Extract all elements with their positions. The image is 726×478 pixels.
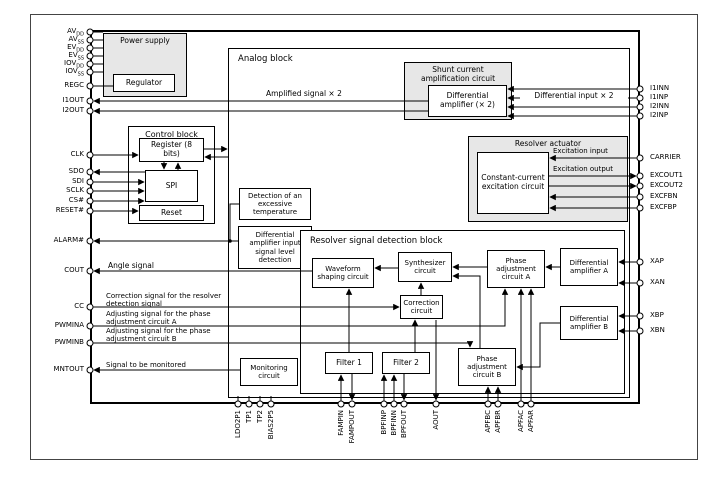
pin-label-sclk: SCLK bbox=[66, 186, 84, 194]
pin-label-excout2: EXCOUT2 bbox=[650, 181, 683, 189]
shunt-label: Shunt current amplification circuit bbox=[420, 65, 496, 83]
block-phase-adjustment-a: Phase adjustment circuit A bbox=[487, 250, 545, 288]
pin-label-alarm: ALARM# bbox=[53, 236, 84, 244]
pin-label-apfbc: APFBC bbox=[484, 410, 492, 433]
pin-label-iovdd: IOVDD bbox=[64, 59, 84, 70]
label-correction-signal: Correction signal for the resolver detec… bbox=[106, 292, 222, 309]
level-detection-label: Differential amplifier input signal leve… bbox=[249, 231, 301, 264]
block-register: Register (8 bits) bbox=[139, 138, 204, 162]
pin-label-aout: AOUT bbox=[432, 410, 440, 430]
pin-label-carrier: CARRIER bbox=[650, 153, 681, 161]
block-correction: Correction circuit bbox=[400, 295, 443, 319]
label-differential-input: Differential input × 2 bbox=[520, 91, 628, 100]
pin-label-bpfout: BPFOUT bbox=[400, 410, 408, 438]
block-constant-current-excitation: Constant-current excitation circuit bbox=[477, 152, 549, 214]
temperature-detection-label: Detection of an excessive temperature bbox=[248, 191, 302, 217]
filter2-label: Filter 2 bbox=[393, 357, 419, 367]
label-amplified-signal: Amplified signal × 2 bbox=[266, 89, 342, 98]
pin-label-fampin: FAMPIN bbox=[337, 410, 345, 436]
pin-label-bpfinp: BPFINP bbox=[380, 410, 388, 435]
resolver-actuator-label: Resolver actuator bbox=[514, 139, 582, 148]
diff-amp-x2-label: Differential amplifier (× 2) bbox=[440, 91, 495, 109]
pin-label-xap: XAP bbox=[650, 257, 664, 265]
pin-label-apfac: APFAC bbox=[517, 410, 525, 432]
block-level-detection: Differential amplifier input signal leve… bbox=[238, 226, 312, 269]
pin-label-evdd: EVDD bbox=[67, 43, 84, 54]
pin-label-mntout: MNTOUT bbox=[53, 365, 84, 373]
pin-label-i2out: I2OUT bbox=[62, 106, 84, 114]
pin-label-excfbn: EXCFBN bbox=[650, 192, 678, 200]
pin-label-i1inn: I1INN bbox=[650, 84, 670, 92]
pin-label-regc: REGC bbox=[64, 81, 84, 89]
pin-label-reset: RESET# bbox=[55, 206, 84, 214]
pin-label-cs: CS# bbox=[68, 196, 84, 204]
label-angle-signal: Angle signal bbox=[108, 261, 154, 270]
analog-block-label: Analog block bbox=[238, 54, 293, 64]
monitoring-label: Monitoring circuit bbox=[250, 363, 288, 380]
pin-label-i1inp: I1INP bbox=[650, 93, 669, 101]
pin-label-i2inn: I2INN bbox=[650, 102, 670, 110]
regulator-label: Regulator bbox=[125, 77, 163, 87]
block-differential-amplifier-a: Differential amplifier A bbox=[560, 248, 618, 286]
block-phase-adjustment-b: Phase adjustment circuit B bbox=[458, 348, 516, 386]
pin-label-pwminb: PWMINB bbox=[54, 338, 84, 346]
pin-label-excfbp: EXCFBP bbox=[650, 203, 677, 211]
constant-current-label: Constant-current excitation circuit bbox=[481, 173, 545, 191]
pin-label-avss: AVSS bbox=[68, 35, 85, 46]
phase-adjustment-a-label: Phase adjustment circuit A bbox=[496, 256, 536, 282]
label-excitation-input: Excitation input bbox=[553, 147, 608, 155]
diff-amp-b-label: Differential amplifier B bbox=[569, 314, 609, 331]
block-regulator: Regulator bbox=[113, 74, 175, 92]
pin-label-tp1: TP1 bbox=[245, 410, 253, 423]
block-filter1: Filter 1 bbox=[325, 352, 373, 374]
pin-label-xan: XAN bbox=[650, 278, 665, 286]
block-waveform-shaping: Waveform shaping circuit bbox=[312, 258, 374, 288]
reset-label: Reset bbox=[161, 207, 182, 217]
pin-label-i2inp: I2INP bbox=[650, 111, 669, 119]
pin-label-clk: CLK bbox=[70, 150, 84, 158]
pin-label-cout: COUT bbox=[64, 266, 84, 274]
pin-label-tp2: TP2 bbox=[256, 410, 264, 423]
label-excitation-output: Excitation output bbox=[553, 165, 613, 173]
pin-label-sdo: SDO bbox=[68, 167, 84, 175]
pin-label-pwmina: PWMINA bbox=[54, 321, 84, 329]
pin-label-xbn: XBN bbox=[650, 326, 665, 334]
block-filter2: Filter 2 bbox=[382, 352, 430, 374]
block-temperature-detection: Detection of an excessive temperature bbox=[239, 188, 311, 220]
block-monitoring: Monitoring circuit bbox=[240, 358, 298, 386]
synthesizer-label: Synthesizer circuit bbox=[404, 258, 446, 275]
block-reset: Reset bbox=[139, 205, 204, 221]
pin-label-apfbr: APFBR bbox=[494, 410, 502, 433]
block-differential-amplifier-x2: Differential amplifier (× 2) bbox=[428, 85, 507, 117]
phase-adjustment-b-label: Phase adjustment circuit B bbox=[467, 354, 507, 380]
label-signal-monitored: Signal to be monitored bbox=[106, 361, 186, 369]
pin-label-avdd: AVDD bbox=[67, 27, 84, 38]
spi-label: SPI bbox=[165, 180, 178, 190]
pin-label-ldo2p1: LDO2P1 bbox=[234, 410, 242, 438]
waveform-shaping-label: Waveform shaping circuit bbox=[317, 264, 369, 281]
correction-label: Correction circuit bbox=[403, 298, 440, 315]
pin-label-apfar: APFAR bbox=[527, 410, 535, 433]
power-supply-label: Power supply bbox=[120, 36, 170, 45]
pin-label-fampout: FAMPOUT bbox=[348, 410, 356, 444]
diff-amp-a-label: Differential amplifier A bbox=[569, 258, 609, 275]
block-differential-amplifier-b: Differential amplifier B bbox=[560, 306, 618, 340]
label-adjusting-signal-a: Adjusting signal for the phase adjustmen… bbox=[106, 310, 211, 327]
pin-label-cc: CC bbox=[74, 302, 84, 310]
filter1-label: Filter 1 bbox=[336, 357, 362, 367]
block-spi: SPI bbox=[145, 170, 198, 202]
label-adjusting-signal-b: Adjusting signal for the phase adjustmen… bbox=[106, 327, 211, 344]
pin-label-bias2p5: BIAS2P5 bbox=[267, 410, 275, 440]
pin-label-bpfinn: BPFINN bbox=[390, 410, 398, 436]
control-block-label: Control block bbox=[145, 130, 198, 139]
pin-label-iovss: IOVSS bbox=[65, 67, 84, 78]
pin-label-xbp: XBP bbox=[650, 311, 664, 319]
register-label: Register (8 bits) bbox=[151, 140, 192, 158]
pin-label-evss: EVSS bbox=[68, 51, 84, 62]
pin-label-sdi: SDI bbox=[72, 177, 84, 185]
pin-label-i1out: I1OUT bbox=[62, 96, 84, 104]
pin-label-excout1: EXCOUT1 bbox=[650, 171, 683, 179]
resolver-signal-detection-label: Resolver signal detection block bbox=[310, 236, 443, 246]
block-synthesizer: Synthesizer circuit bbox=[398, 252, 452, 282]
